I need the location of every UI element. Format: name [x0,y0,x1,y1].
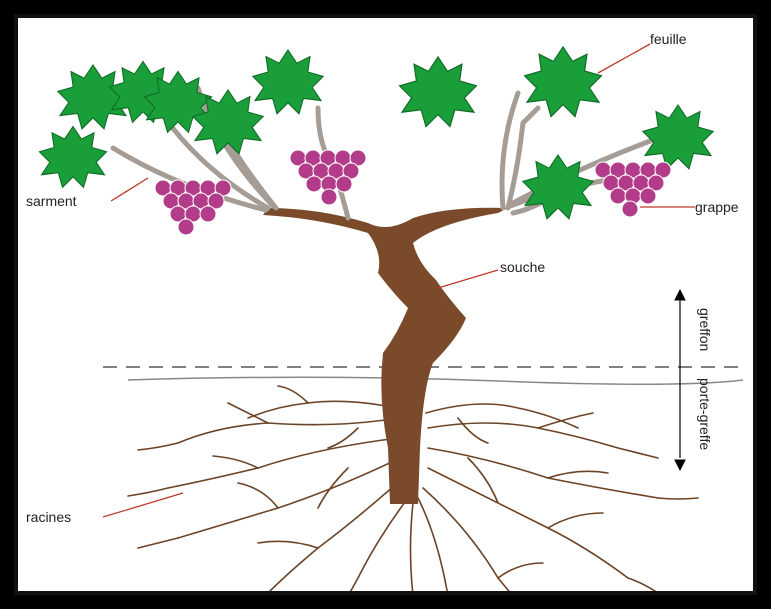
label-feuille: feuille [650,31,687,47]
label-grappe: grappe [695,199,739,215]
arrow-down-icon [675,460,685,470]
grape-cluster-right [595,162,671,217]
grape-cluster-left [155,180,231,235]
label-souche: souche [500,259,545,275]
soil-line [128,377,743,384]
label-sarment: sarment [26,193,77,209]
label-greffon: greffon [697,308,713,351]
trunk [263,208,508,504]
grape-cluster-middle [290,150,366,205]
label-porte-greffe: porte-greffe [697,378,713,450]
arrow-up-icon [675,290,685,300]
label-racines: racines [26,509,71,525]
diagram-panel: feuille sarment grappe souche racines gr… [14,14,757,595]
graft-arrows [675,290,685,470]
vine-diagram: feuille sarment grappe souche racines gr… [18,18,757,595]
